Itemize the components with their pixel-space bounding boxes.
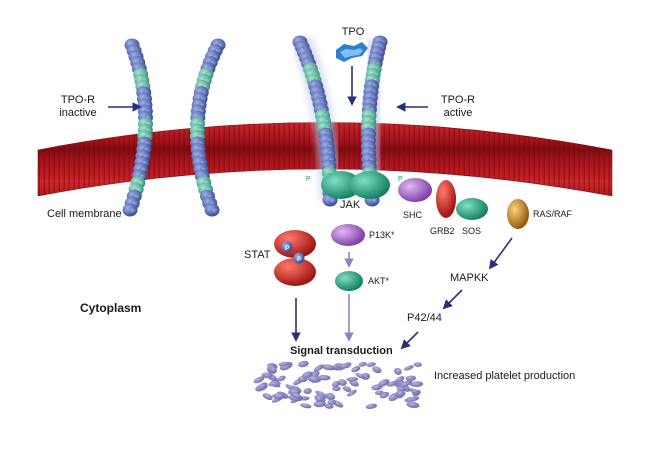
mapkk-p4244-arrow [442, 289, 463, 310]
platelet [257, 382, 268, 390]
tpo-r-active-label: TPO-R active [428, 94, 488, 120]
cytoplasm-label: Cytoplasm [80, 301, 142, 315]
platelet [285, 384, 295, 391]
platelet [253, 376, 265, 384]
platelet [366, 362, 376, 367]
stat-phospho-1: P [285, 245, 290, 252]
grb2-label: GRB2 [430, 226, 455, 236]
ras-raf-protein [507, 199, 529, 229]
shc-label: SHC [403, 210, 423, 220]
platelet [405, 396, 420, 402]
tpo-receptor-inactive [122, 38, 226, 217]
p13k-label: P13K* [369, 230, 395, 240]
platelet [325, 393, 336, 400]
platelet [349, 380, 359, 387]
platelet [405, 375, 417, 382]
platelet [278, 361, 291, 367]
platelet [317, 374, 331, 381]
grb2-protein [436, 180, 456, 218]
platelet [404, 365, 414, 371]
p42-44-label: P42/44 [407, 312, 442, 324]
tpo-r-active-line2: active [443, 107, 473, 120]
platelet [410, 388, 419, 395]
platelet [314, 395, 324, 403]
platelet [346, 377, 359, 382]
platelet [321, 364, 336, 371]
platelet [268, 381, 281, 387]
platelet [351, 366, 361, 373]
rasraf-mapkk-arrow [488, 237, 513, 270]
signal-transduction-label: Signal transduction [290, 345, 393, 357]
tpo-r-inactive-label: TPO-R inactive [48, 94, 108, 120]
p13k-protein [331, 224, 365, 246]
platelet [394, 367, 402, 375]
platelet-cluster [253, 360, 424, 409]
platelet [386, 381, 398, 387]
platelet [338, 379, 347, 386]
platelet [262, 393, 273, 400]
tpo-label: TPO [341, 26, 365, 38]
platelet [379, 391, 389, 399]
mapkk-label: MAPKK [450, 272, 489, 284]
platelet [365, 403, 378, 409]
akt-protein [335, 271, 363, 291]
platelet [378, 379, 390, 387]
platelet [372, 366, 382, 374]
platelet [395, 376, 405, 383]
platelet [332, 386, 341, 392]
platelet [358, 361, 367, 367]
platelet [355, 373, 366, 379]
tpo-r-inactive-line2: inactive [59, 107, 97, 120]
ras-raf-label: RAS/RAF [533, 209, 573, 219]
platelet [303, 388, 312, 395]
platelet [399, 380, 412, 388]
platelet [298, 360, 309, 368]
p4244-signal-arrow [400, 331, 419, 350]
stat-phospho-2: P [297, 256, 302, 263]
tpo-r-inactive-line1: TPO-R [60, 94, 96, 106]
platelet [395, 390, 406, 397]
jak-phospho-left: P [306, 176, 311, 183]
platelet [313, 400, 326, 408]
platelet [269, 366, 277, 374]
jak-label: JAK [340, 199, 361, 211]
cell-membrane-label: Cell membrane [47, 208, 122, 220]
platelet [300, 403, 312, 409]
sos-protein [456, 198, 488, 220]
stat-proteins: P P [274, 230, 316, 286]
platelet [290, 392, 303, 399]
akt-label: AKT* [368, 276, 390, 286]
increased-platelet-production-label: Increased platelet production [434, 370, 576, 382]
jak-phospho-right: P [398, 176, 403, 183]
platelet [277, 375, 286, 382]
tpo-ligand [336, 42, 368, 62]
platelet [409, 381, 424, 388]
tpo-r-active-line1: TPO-R [440, 94, 476, 106]
platelet [342, 386, 352, 392]
stat-label: STAT [244, 249, 271, 261]
platelet [332, 381, 340, 388]
platelet [339, 364, 350, 369]
platelet [346, 389, 357, 397]
platelet [313, 364, 324, 372]
platelet [413, 362, 422, 367]
sos-label: SOS [462, 226, 482, 236]
platelet [273, 392, 286, 400]
platelet [406, 401, 420, 409]
platelet [327, 399, 336, 405]
platelet [396, 386, 406, 392]
platelet [261, 372, 273, 379]
shc-protein [398, 178, 432, 202]
jak-proteins: P P [306, 171, 403, 199]
platelet [301, 371, 313, 378]
